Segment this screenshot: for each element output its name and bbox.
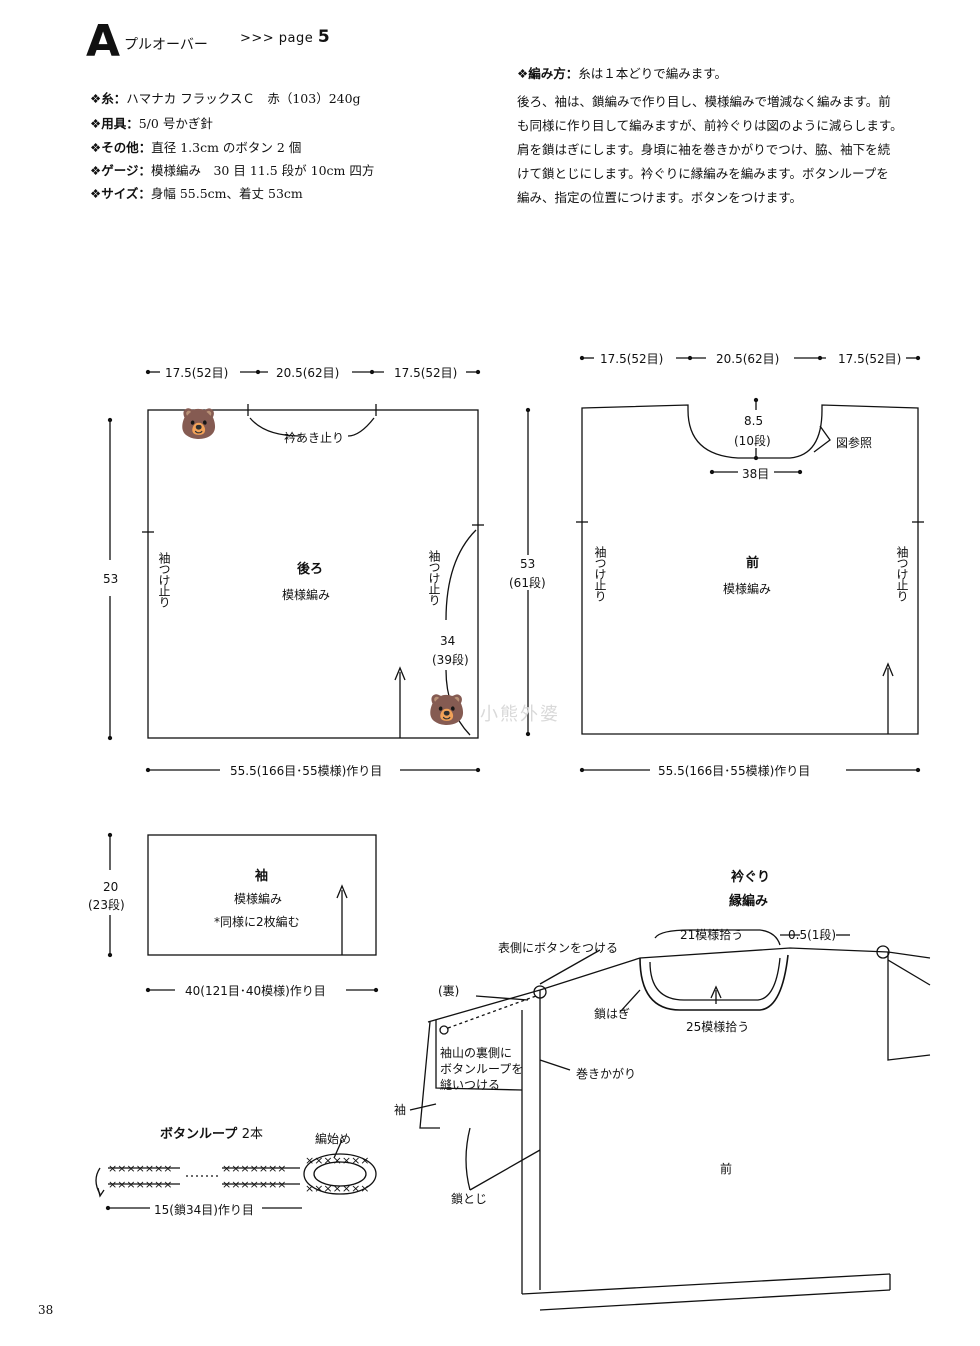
collar-loop-note-1: 袖山の裏側に (440, 1046, 513, 1060)
loop-start: 編始め (315, 1132, 352, 1146)
back-collar-stop: 衿あき止り (284, 431, 345, 445)
loop-title: ボタンループ 2本 (160, 1127, 264, 1142)
material-gauge: ❖ゲージ：模様編み 30 目 11.5 段が 10cm 四方 (90, 163, 375, 178)
front-top-right-dim: 17.5(52目) (838, 352, 902, 366)
back-sleeve-stop-right: 袖つけ止り (427, 550, 441, 605)
howto-line: も同様に作り目して編みますが、前衿ぐりは図のように減らします。 (517, 118, 903, 133)
front-sleeve-stop-right: 袖つけ止り (895, 546, 909, 601)
collar-inside: (裏) (438, 984, 460, 998)
collar-subtitle: 縁編み (729, 894, 769, 909)
collar-button-outer: 表側にボタンをつける (498, 941, 619, 955)
collar-whip-stitch: 巻きかがり (576, 1067, 637, 1081)
svg-text:×××××××: ××××××× (305, 1154, 370, 1167)
collar-pick-bottom: 25模様拾う (686, 1020, 750, 1034)
material-yarn: ❖糸：ハマナカ フラックスＣ 赤（103）240g (90, 91, 361, 106)
howto-line: けて鎖とじにします。衿ぐりに縁編みを編みます。ボタンループを (517, 166, 889, 181)
bear-emoji-top: 🐻 (180, 407, 218, 442)
sleeve-piece-name: 袖 (255, 869, 269, 884)
loop-length: 15(鎖34目)作り目 (154, 1203, 254, 1217)
back-height-dim: 53 (103, 572, 119, 586)
front-piece-name: 前 (746, 556, 760, 571)
svg-text:×××××××: ××××××× (222, 1162, 287, 1175)
bear-emoji-bottom: 🐻 (428, 693, 466, 728)
howto-line: 編み、指定の位置につけます。ボタンをつけます。 (517, 190, 803, 205)
howto-line: 肩を鎖はぎにします。身頃に袖を巻きかがりでつけ、脇、袖下を続 (517, 142, 891, 157)
pattern-letter: A (86, 16, 121, 67)
collar-title: 衿ぐり (731, 870, 771, 885)
collar-shoulder-join: 鎖はぎ (594, 1007, 631, 1021)
front-sleeve-stop-left: 袖つけ止り (593, 546, 607, 601)
front-height-dim: 53 (520, 557, 536, 571)
front-height-rows: (61段) (509, 576, 546, 590)
material-size: ❖サイズ：身幅 55.5cm、着丈 53cm (90, 186, 303, 201)
collar-side-join: 鎖とじ (451, 1192, 488, 1206)
watermark: 小熊外婆 (480, 704, 560, 725)
sleeve-note: *同様に2枚編む (214, 915, 300, 929)
back-bottom-dim: 55.5(166目･55模様)作り目 (230, 764, 383, 778)
page-ref-number: 5 (317, 27, 331, 47)
back-pattern: 模様編み (282, 588, 331, 602)
front-bottom-dim: 55.5(166目･55模様)作り目 (658, 764, 811, 778)
front-neck-rows: (10段) (734, 434, 771, 448)
howto-heading: ❖編み方：糸は１本どりで編みます。 (517, 66, 727, 81)
page-ref-prefix: >>> page (240, 31, 314, 46)
front-body-outline (581, 404, 919, 735)
pattern-title: プルオーバー (124, 37, 208, 53)
material-other: ❖その他：直径 1.3cm のボタン 2 個 (90, 140, 302, 155)
collar-front-label: 前 (720, 1162, 733, 1176)
sleeve-bottom-dim: 40(121目･40模様)作り目 (185, 984, 326, 998)
front-top-mid-dim: 20.5(62目) (716, 352, 780, 366)
front-neck-width: 38目 (742, 467, 770, 481)
howto-line: 後ろ、袖は、鎖編みで作り目し、模様編みで増減なく編みます。前 (517, 94, 891, 109)
svg-text:×××××××: ××××××× (108, 1162, 173, 1175)
back-side-rows: (39段) (432, 653, 469, 667)
back-top-right-dim: 17.5(52目) (394, 366, 458, 380)
collar-loop-note-3: 縫いつける (440, 1078, 501, 1092)
back-side-dim: 34 (440, 634, 456, 648)
svg-text:×××××××: ××××××× (108, 1178, 173, 1191)
page-reference: >>> page 5 (240, 27, 330, 47)
page-number: 38 (38, 1303, 54, 1317)
back-top-left-dim: 17.5(52目) (165, 366, 229, 380)
collar-width: 0.5(1段) (788, 928, 837, 942)
material-tools: ❖用具：5/0 号かぎ針 (90, 116, 213, 131)
svg-text:×××××××: ××××××× (305, 1182, 370, 1195)
svg-text:×××××××: ××××××× (222, 1178, 287, 1191)
front-top-left-dim: 17.5(52目) (600, 352, 664, 366)
back-top-mid-dim: 20.5(62目) (276, 366, 340, 380)
collar-pick-top: 21模様拾う (680, 928, 744, 942)
sleeve-outline (147, 834, 377, 956)
sleeve-height: 20 (103, 880, 119, 894)
front-neck-depth: 8.5 (744, 414, 764, 428)
back-piece-name: 後ろ (297, 562, 324, 577)
sleeve-pattern: 模様編み (234, 892, 283, 906)
back-body-outline (147, 409, 479, 739)
front-see-figure: 図参照 (836, 436, 873, 450)
collar-sleeve-label: 袖 (394, 1103, 407, 1117)
back-sleeve-stop-left: 袖つけ止り (157, 552, 171, 607)
front-pattern: 模様編み (723, 582, 772, 596)
sleeve-height-rows: (23段) (88, 898, 125, 912)
collar-loop-note-2: ボタンループを (440, 1062, 524, 1076)
